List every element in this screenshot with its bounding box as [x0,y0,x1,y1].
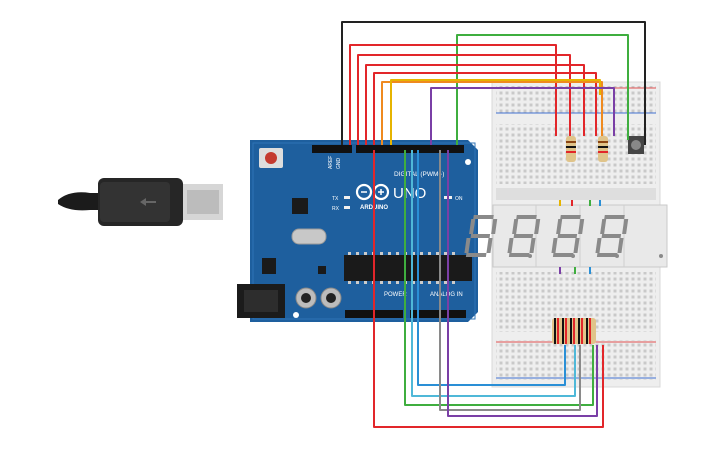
wire-gray-bottom[interactable] [439,150,581,411]
segment [560,215,581,219]
wire-black-gnd[interactable] [341,21,646,145]
segment [491,219,498,234]
wire-green-bottom[interactable] [404,150,594,406]
wire-purple-bottom[interactable] [447,150,598,417]
reset-button[interactable] [259,148,283,168]
wire-purple[interactable] [430,87,615,145]
segment [486,238,493,253]
gnd-label: GND [336,158,342,170]
segment [516,215,537,219]
arduino-uno-board[interactable]: AREF GND DIGITAL (PWM~) UNO ARDUINO TX R… [237,140,478,322]
aref-label: AREF [328,156,334,169]
header-left [312,145,352,153]
segment [513,234,534,238]
segment [470,234,491,238]
model-label: UNO [393,185,426,202]
digit-3: 8 [551,215,619,258]
wire-cyan-bottom[interactable] [411,150,576,397]
voltage-regulator [262,258,276,274]
segment [557,234,578,238]
digital-label: DIGITAL (PWM~) [394,171,444,178]
wire-blue-bottom[interactable] [417,150,566,386]
segment [508,253,530,257]
rx-label: RX [332,206,340,212]
digit-2: 8 [507,215,575,258]
segment [534,219,541,234]
wire-red-2[interactable] [357,54,571,145]
segment [507,238,514,253]
segment [529,238,536,253]
wire-red-bottom[interactable] [373,150,604,428]
wire-red-1[interactable] [349,44,557,145]
segment [604,215,625,219]
decimal-point [659,254,663,258]
tx-led [344,196,350,199]
wire-red-3[interactable] [365,64,585,145]
wire-orange[interactable] [381,81,603,145]
digit-4: 8 [595,215,663,258]
segment [469,219,476,234]
segment [596,253,618,257]
wire-red-4[interactable] [373,72,597,145]
segment [552,253,574,257]
atmega-chip [344,255,472,281]
segment [573,238,580,253]
segment [512,219,519,234]
resistors-bottom[interactable] [552,318,596,344]
rx-led [344,206,350,209]
on-label: ON [455,196,463,202]
segment [600,219,607,234]
segment [464,238,471,253]
segment [556,219,563,234]
digital-header [356,145,464,153]
resistors-top[interactable] [566,136,608,162]
analog-header [410,310,466,318]
segment [601,234,622,238]
usb-chip [292,198,308,214]
analog-label: ANALOG IN [430,292,463,298]
crystal-oscillator [291,228,327,245]
push-button[interactable] [628,136,644,154]
usb-symbol-icon [140,198,156,206]
segment [617,238,624,253]
usb-cable[interactable] [58,178,223,226]
segment [622,219,629,234]
segment [578,219,585,234]
wire-green-top[interactable] [456,34,629,145]
power-label: POWER [384,292,407,298]
segment [551,238,558,253]
segment [473,215,494,219]
tx-label: TX [332,196,339,202]
wires-layer [341,21,646,428]
segment [595,238,602,253]
segment [465,253,487,257]
